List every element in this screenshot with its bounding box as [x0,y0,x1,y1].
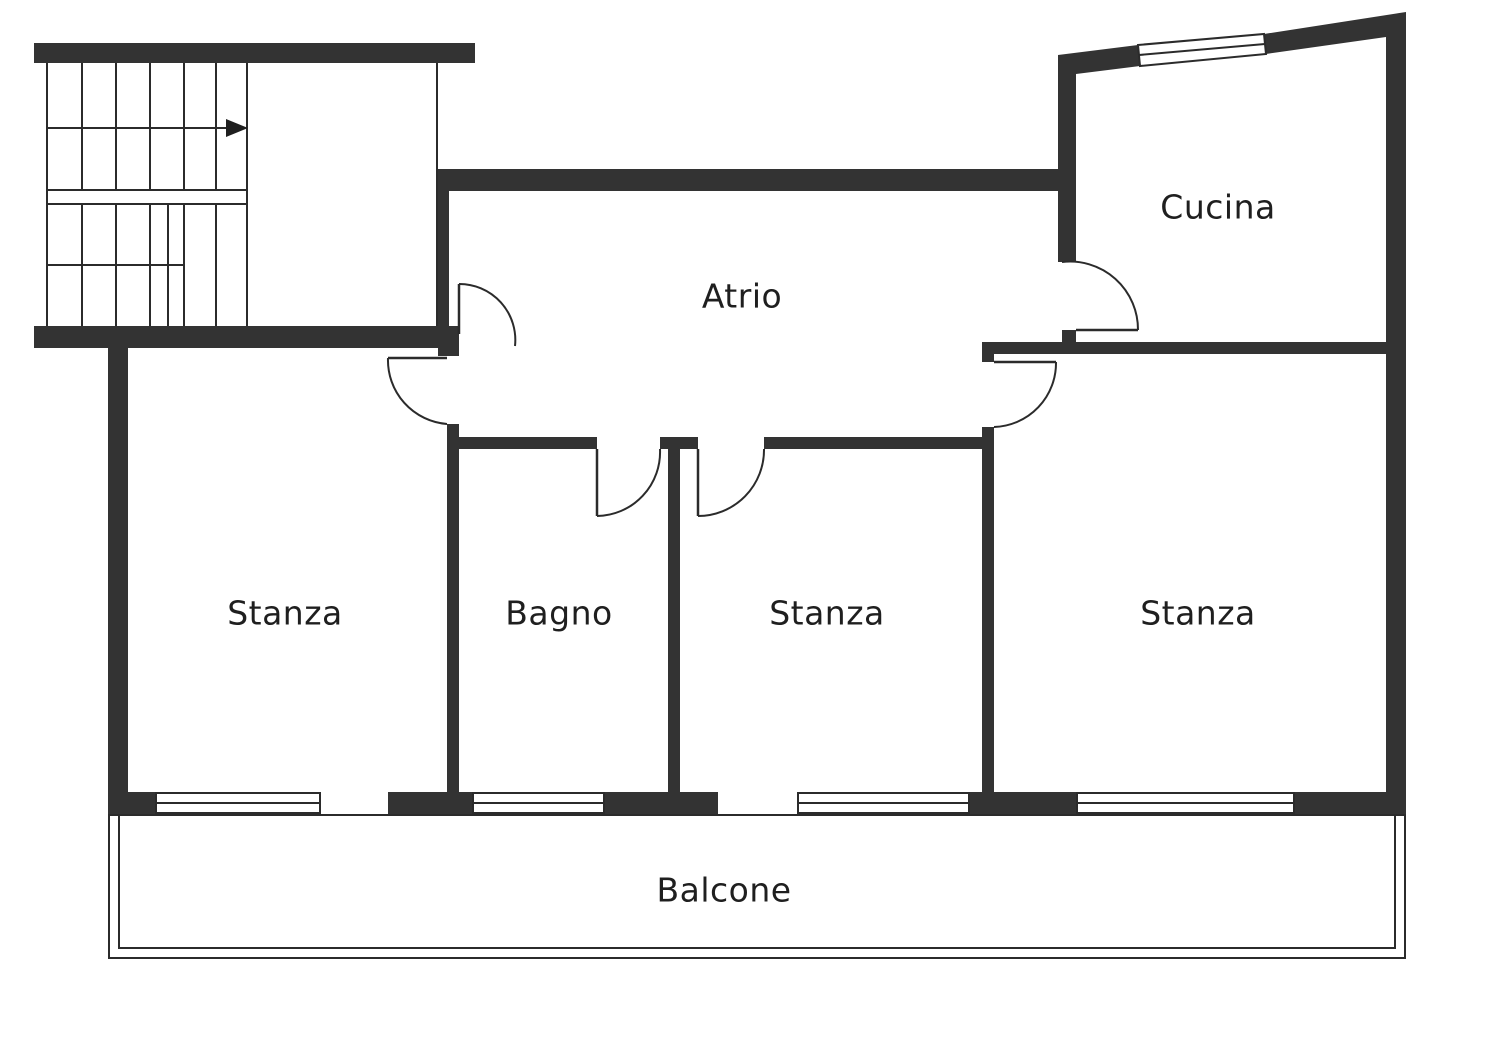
stanza-middle-top-wall [764,437,992,449]
label-stanza-left: Stanza [227,594,343,633]
wall-bagno-stanza [668,437,680,794]
balcony-inner-rail [118,814,1396,949]
arrow-right-icon [226,119,248,137]
atrio-right-jamb [982,342,994,362]
right-exterior-wall [1386,352,1406,815]
door-cucina [1061,260,1140,332]
atrio-left-jamb [438,326,459,356]
windows [155,32,1295,814]
bottom-wall-3 [604,792,718,815]
door-stair-atrio [457,282,517,347]
label-atrio: Atrio [702,277,782,316]
walls [108,12,1406,815]
stair-top-wall [34,43,475,63]
label-balcone: Balcone [656,871,791,910]
room-labels: Atrio Cucina Stanza Bagno Stanza Stanza … [227,188,1275,910]
bottom-wall-5 [1294,792,1406,815]
label-stanza-right: Stanza [1140,594,1256,633]
staircase [34,43,475,348]
door-stanza-right [993,360,1058,428]
door-bagno [595,448,662,517]
atrio-right-wall [982,342,1062,354]
label-bagno: Bagno [505,594,612,633]
lower-stair-flight [47,204,217,326]
doors [386,260,1140,517]
kitchen-bottom-wall [1062,342,1388,354]
label-cucina: Cucina [1160,188,1275,227]
label-stanza-middle: Stanza [769,594,885,633]
bottom-wall-4 [969,792,1077,815]
kitchen-right-wall [1264,12,1406,352]
door-stanza-middle [696,448,766,517]
door-stanza-left [386,356,448,425]
atrio-top-wall [438,169,1076,191]
bagno-top-wall [447,437,597,449]
left-exterior-wall [108,348,128,815]
balcony [108,814,1406,959]
stair-bottom-wall [34,326,444,348]
upper-stair-flight [47,63,247,205]
bottom-wall-1 [108,792,156,815]
kitchen-left-wall [1058,45,1140,262]
atrio-left-wall [438,169,449,334]
wall-stanza-bagno [447,424,459,794]
wall-stanza-stanza [982,427,994,794]
bottom-wall-2 [388,792,473,815]
